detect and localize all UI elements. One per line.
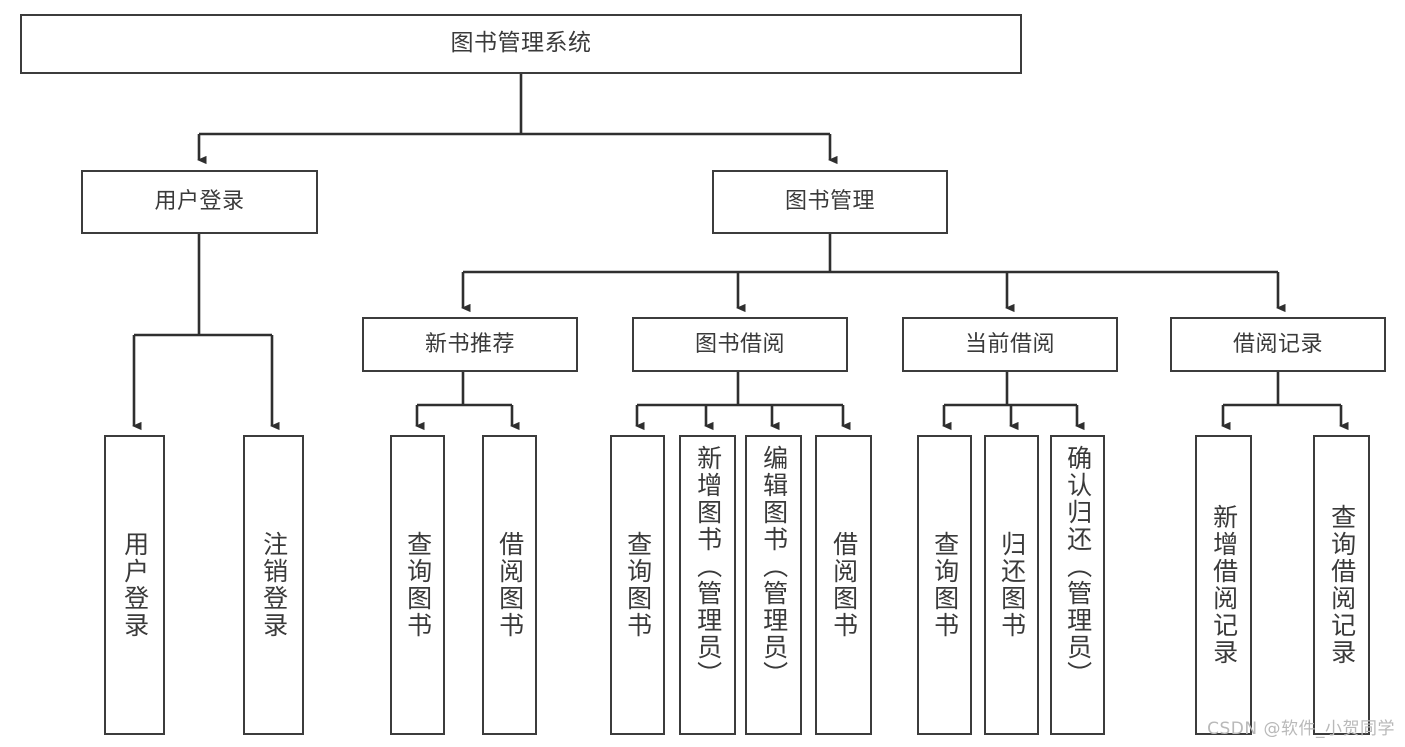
node-label: 图书管理	[784, 189, 875, 215]
node-label: 图书借阅	[694, 331, 785, 357]
node-label: 编辑图书（管理员）	[759, 445, 789, 688]
node-label: 新书推荐	[424, 331, 515, 357]
node-root-system[interactable]: 图书管理系统	[20, 14, 1022, 74]
node-leaf-borrow-book-2[interactable]: 借阅图书	[815, 435, 872, 735]
node-leaf-user-login[interactable]: 用户登录	[104, 435, 165, 735]
node-label: 新增图书（管理员）	[693, 445, 723, 688]
node-label: 用户登录	[120, 531, 150, 639]
node-label: 查询图书	[403, 531, 433, 639]
node-leaf-logout-login[interactable]: 注销登录	[243, 435, 304, 735]
node-label: 查询图书	[930, 531, 960, 639]
node-leaf-query-book-2[interactable]: 查询图书	[610, 435, 665, 735]
node-current-borrow[interactable]: 当前借阅	[902, 317, 1118, 372]
node-book-management[interactable]: 图书管理	[712, 170, 948, 234]
node-leaf-query-record[interactable]: 查询借阅记录	[1313, 435, 1370, 735]
node-label: 确认归还（管理员）	[1063, 445, 1093, 688]
node-leaf-query-book-1[interactable]: 查询图书	[390, 435, 445, 735]
node-label: 借阅记录	[1232, 331, 1323, 357]
node-label: 用户登录	[154, 189, 245, 215]
node-label: 借阅图书	[495, 531, 525, 639]
node-leaf-add-book[interactable]: 新增图书（管理员）	[679, 435, 736, 735]
node-book-borrow[interactable]: 图书借阅	[632, 317, 848, 372]
node-user-login[interactable]: 用户登录	[81, 170, 318, 234]
node-leaf-borrow-book-1[interactable]: 借阅图书	[482, 435, 537, 735]
node-borrow-record[interactable]: 借阅记录	[1170, 317, 1386, 372]
node-leaf-return-book[interactable]: 归还图书	[984, 435, 1039, 735]
node-label: 归还图书	[997, 531, 1027, 639]
node-leaf-confirm-return[interactable]: 确认归还（管理员）	[1050, 435, 1105, 735]
node-label: 借阅图书	[829, 531, 859, 639]
watermark-text: CSDN @软件_小贺同学	[1207, 719, 1395, 739]
node-label: 当前借阅	[964, 331, 1055, 357]
node-label: 查询图书	[623, 531, 653, 639]
node-leaf-add-record[interactable]: 新增借阅记录	[1195, 435, 1252, 735]
node-label: 查询借阅记录	[1327, 504, 1357, 666]
node-new-book-recommend[interactable]: 新书推荐	[362, 317, 578, 372]
node-label: 图书管理系统	[450, 30, 592, 57]
node-leaf-edit-book[interactable]: 编辑图书（管理员）	[745, 435, 802, 735]
node-leaf-query-book-3[interactable]: 查询图书	[917, 435, 972, 735]
node-label: 注销登录	[259, 531, 289, 639]
node-label: 新增借阅记录	[1209, 504, 1239, 666]
